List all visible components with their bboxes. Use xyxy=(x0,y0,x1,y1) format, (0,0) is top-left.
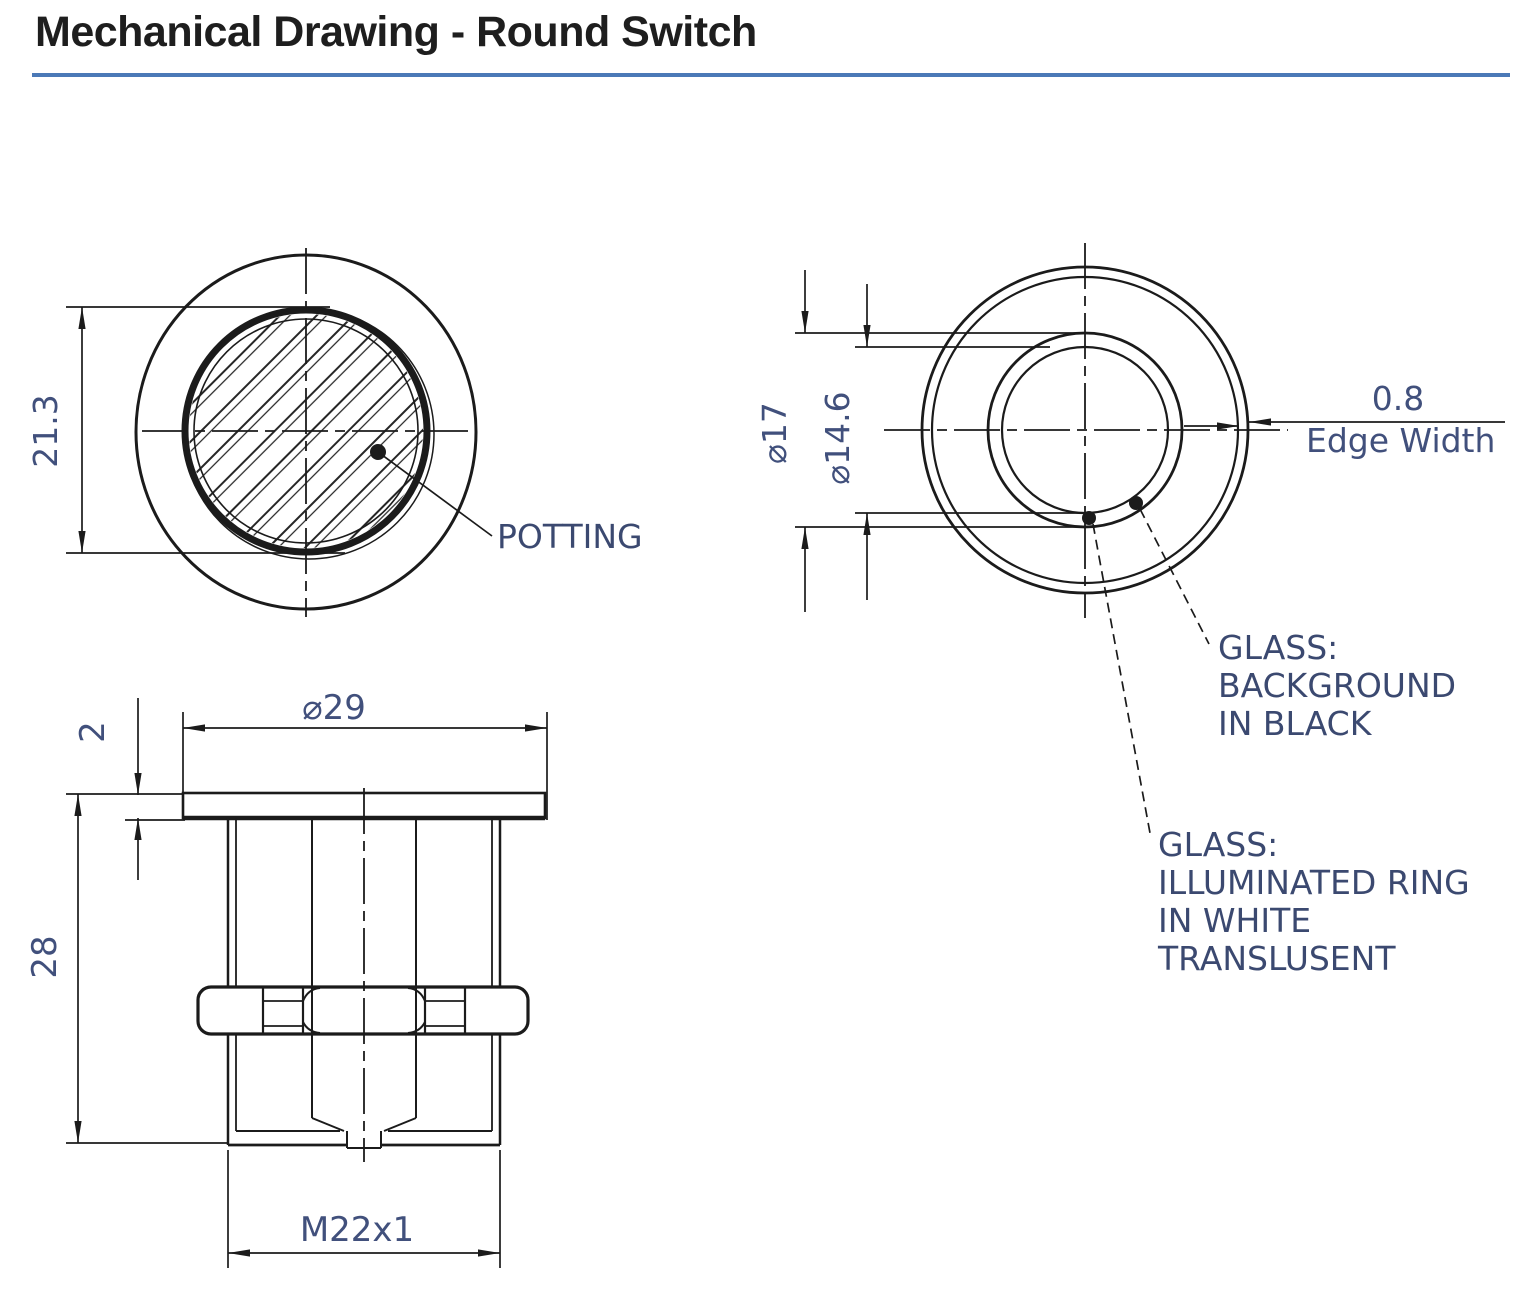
side-view: ⌀29 2 28 M22x1 xyxy=(25,688,548,1268)
flange-diameter-label: ⌀29 xyxy=(302,688,366,728)
glass-background-dot xyxy=(1129,496,1143,510)
dim-phi29: ⌀29 xyxy=(182,688,548,820)
glass-inner-diameter-label: ⌀14.6 xyxy=(818,391,857,484)
glass-outer-diameter-label: ⌀17 xyxy=(755,402,794,464)
title-accent-rule xyxy=(32,73,1510,77)
glass-ring-callout: GLASS: ILLUMINATED RING IN WHITE TRANSLU… xyxy=(1082,511,1480,978)
page-title: Mechanical Drawing - Round Switch xyxy=(35,8,757,56)
glass-background-note: GLASS: BACKGROUND IN BLACK xyxy=(1218,628,1467,743)
glass-centerlines xyxy=(884,243,1288,618)
glass-background-callout: GLASS: BACKGROUND IN BLACK xyxy=(1129,496,1467,743)
barrel-lines xyxy=(226,818,502,1145)
thread-label: M22x1 xyxy=(300,1210,414,1250)
glass-view: ⌀17 ⌀14.6 0.8 Edge Width GLASS: xyxy=(755,243,1505,978)
potting-callout: POTTING xyxy=(370,444,643,556)
dim-phi17: ⌀17 xyxy=(755,270,1088,612)
thread-end-detail xyxy=(228,1117,500,1149)
front-centerlines xyxy=(142,248,473,617)
glass-ring-note: GLASS: ILLUMINATED RING IN WHITE TRANSLU… xyxy=(1157,825,1480,978)
front-view: 21.3 POTTING xyxy=(26,248,643,617)
body-height-label: 28 xyxy=(25,935,65,978)
potting-label: POTTING xyxy=(497,517,643,556)
dim-21-3: 21.3 xyxy=(26,306,345,554)
dim-28: 28 xyxy=(25,793,228,1144)
front-diameter-label: 21.3 xyxy=(26,394,65,467)
dim-phi14-6: ⌀14.6 xyxy=(818,284,1092,600)
glass-ring-dot xyxy=(1082,511,1096,525)
dim-flange-thickness: 2 xyxy=(73,698,185,880)
hex-nut xyxy=(196,985,530,1036)
dim-thread: M22x1 xyxy=(227,1150,501,1268)
edge-width-value: 0.8 xyxy=(1372,379,1424,418)
glass-bezel-outer-edge xyxy=(183,308,435,560)
flange-thickness-label: 2 xyxy=(73,721,113,743)
edge-width-label: Edge Width xyxy=(1306,421,1495,460)
edge-width-callout: 0.8 Edge Width xyxy=(1184,379,1505,460)
